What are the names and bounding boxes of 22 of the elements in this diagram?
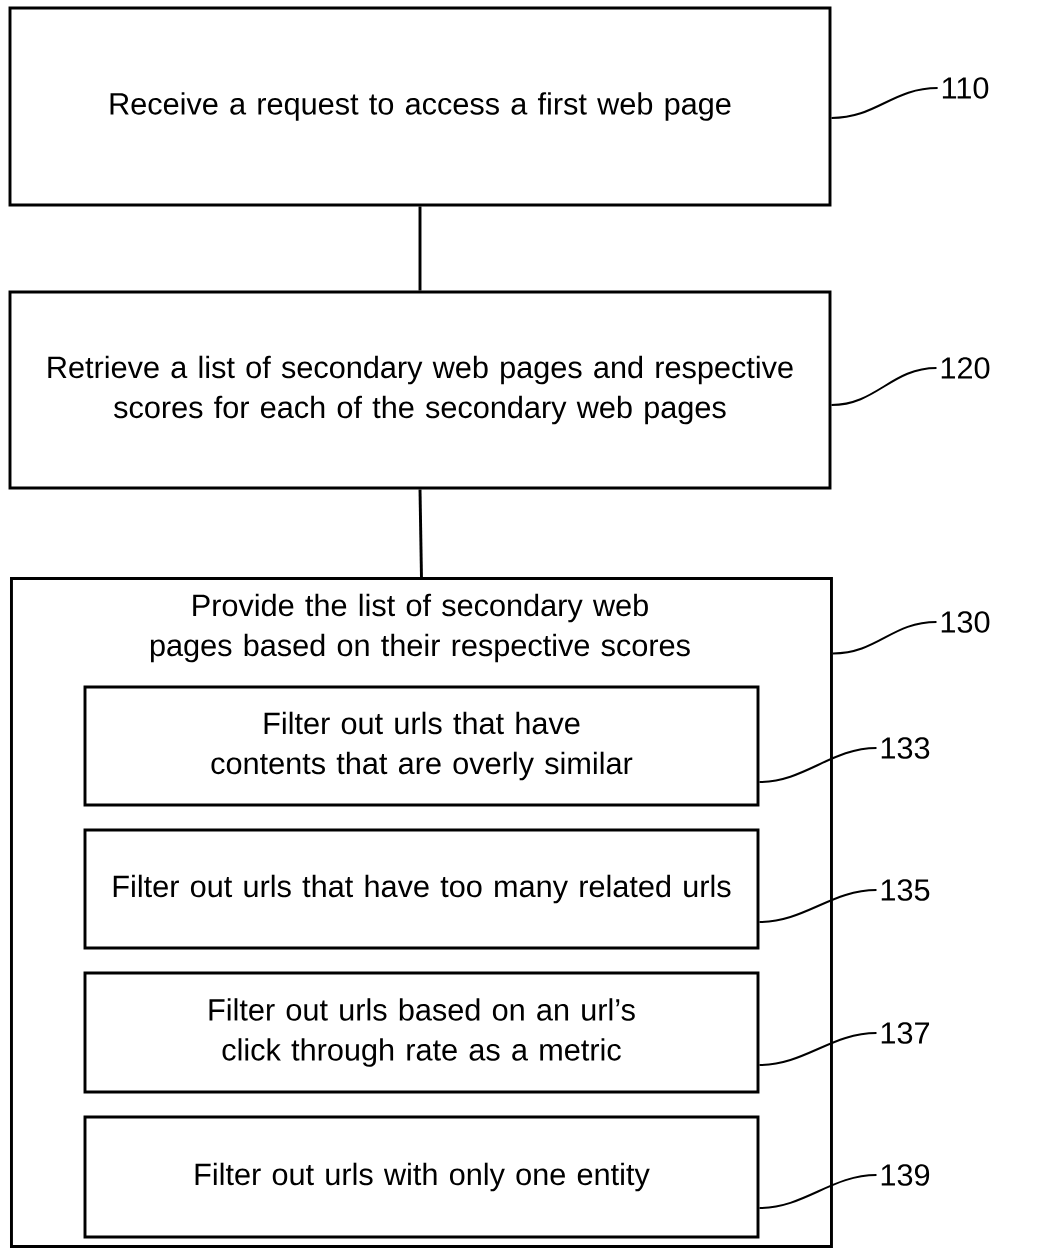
process-box: Filter out urls that have contents that are overly similar [83, 685, 760, 807]
leader-line [830, 367, 938, 406]
process-box: Filter out urls based on an url’s click through rate as a metric [83, 971, 760, 1094]
reference-numeral: 120 [941, 357, 990, 379]
reference-numeral: 135 [881, 879, 930, 901]
leader-line [758, 1174, 878, 1209]
leader-line [758, 747, 878, 783]
reference-numeral: 133 [881, 737, 930, 759]
leader-line [830, 87, 939, 119]
reference-numeral: 130 [941, 611, 990, 633]
connector-line [418, 489, 423, 578]
process-box: Filter out urls with only one entity [83, 1115, 760, 1239]
connector-line [418, 206, 422, 291]
reference-numeral: 139 [881, 1164, 930, 1186]
process-box: Filter out urls that have too many related urls [83, 828, 760, 950]
leader-line [758, 889, 878, 923]
reference-numeral: 110 [942, 77, 989, 99]
leader-line [831, 621, 938, 655]
process-box: Receive a request to access a first web page [8, 6, 832, 207]
leader-line [758, 1032, 878, 1066]
reference-numeral: 137 [881, 1022, 930, 1044]
process-box: Retrieve a list of secondary web pages and respective scores for each of the secondary web pages [8, 290, 832, 490]
